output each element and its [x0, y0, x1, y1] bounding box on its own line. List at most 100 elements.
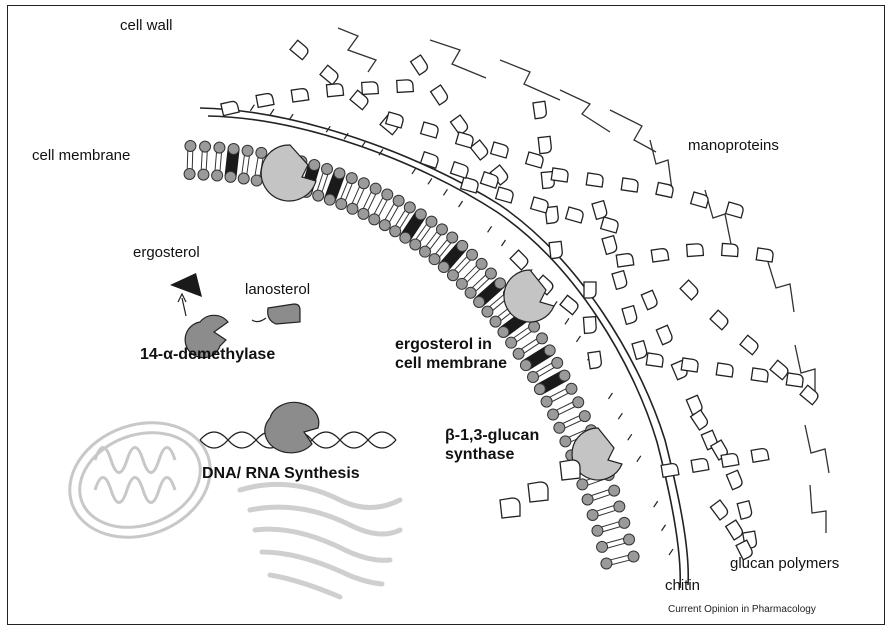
- lipid-head: [624, 534, 635, 545]
- lipid-head: [474, 297, 485, 308]
- label-ergosterol: ergosterol: [133, 245, 200, 260]
- lipid-head: [447, 232, 458, 243]
- lipid-head: [506, 337, 517, 348]
- label-lanosterol: lanosterol: [245, 282, 310, 297]
- lipid-head: [419, 246, 430, 257]
- lipid-head: [548, 409, 559, 420]
- label-manoproteins: manoproteins: [688, 138, 779, 153]
- lipid-head: [552, 357, 563, 368]
- lipid-head: [393, 195, 404, 206]
- lipid-head: [390, 226, 401, 237]
- lipid-head: [438, 262, 449, 273]
- lipid-head: [609, 485, 620, 496]
- reaction-arrow: [252, 318, 266, 322]
- lipid-head: [309, 160, 320, 171]
- lipid-head: [513, 348, 524, 359]
- lipid-head: [426, 216, 437, 227]
- lanosterol-icon: [268, 304, 300, 324]
- lipid-head: [242, 145, 253, 156]
- label-glucan-synthase-2: synthase: [445, 446, 514, 464]
- lipid-head: [592, 525, 603, 536]
- lipid-head: [347, 203, 358, 214]
- lipid-head: [541, 396, 552, 407]
- lipid-head: [560, 436, 571, 447]
- lipid-head: [601, 558, 612, 569]
- lipid-head: [485, 268, 496, 279]
- lipid-head: [559, 370, 570, 381]
- label-demethylase: 14-α-demethylase: [140, 346, 275, 364]
- lipid-head: [400, 232, 411, 243]
- label-glucan-polymers: glucan polymers: [730, 556, 839, 571]
- lipid-head: [573, 397, 584, 408]
- lipid-head: [495, 278, 506, 289]
- lipid-head: [225, 171, 236, 182]
- lipid-head: [566, 383, 577, 394]
- lipid-head: [587, 509, 598, 520]
- label-ergosterol-membrane-2: cell membrane: [395, 355, 507, 373]
- lipid-head: [184, 168, 195, 179]
- lipid-head: [369, 214, 380, 225]
- lipid-head: [324, 194, 335, 205]
- lipid-head: [358, 178, 369, 189]
- lipid-head: [490, 316, 501, 327]
- figure-credit: Current Opinion in Pharmacology: [668, 605, 816, 615]
- label-glucan-synthase-1: β-1,3-glucan: [445, 427, 539, 445]
- lipid-head: [336, 199, 347, 210]
- lipid-head: [498, 326, 509, 337]
- label-chitin: chitin: [665, 578, 700, 593]
- lipid-head: [467, 249, 478, 260]
- lipid-head: [577, 479, 588, 490]
- lipid-head: [456, 278, 467, 289]
- lipid-head: [214, 142, 225, 153]
- label-ergosterol-membrane-1: ergosterol in: [395, 336, 492, 354]
- lipid-head: [534, 384, 545, 395]
- lipid-head: [476, 258, 487, 269]
- label-cell-membrane: cell membrane: [32, 148, 130, 163]
- lipid-head: [429, 254, 440, 265]
- lipid-head: [238, 173, 249, 184]
- lipid-head: [582, 494, 593, 505]
- lipid-head: [198, 169, 209, 180]
- lipid-head: [410, 239, 421, 250]
- lipid-head: [447, 270, 458, 281]
- lipid-head: [212, 170, 223, 181]
- lipid-head: [537, 333, 548, 344]
- ergosterol-icon: [170, 273, 202, 297]
- lipid-head: [346, 173, 357, 184]
- polymerase-enzyme-icon: [265, 402, 319, 452]
- lipid-head: [520, 360, 531, 371]
- lipid-head: [544, 345, 555, 356]
- free-glucan-units: [500, 460, 580, 518]
- lipid-head: [334, 168, 345, 179]
- lipid-head: [436, 224, 447, 235]
- lipid-head: [528, 371, 539, 382]
- lipid-head: [579, 411, 590, 422]
- lipid-head: [554, 422, 565, 433]
- lipid-head: [404, 202, 415, 213]
- lipid-head: [185, 141, 196, 152]
- lipid-head: [379, 220, 390, 231]
- lipid-head: [415, 209, 426, 220]
- lipid-head: [200, 141, 211, 152]
- lipid-head: [457, 240, 468, 251]
- lipid-head: [529, 321, 540, 332]
- lipid-head: [370, 183, 381, 194]
- lipid-head: [628, 551, 639, 562]
- label-cell-wall: cell wall: [120, 18, 173, 33]
- lipid-head: [228, 144, 239, 155]
- mitochondrion: [54, 404, 227, 557]
- label-dna-rna-synthesis: DNA/ RNA Synthesis: [202, 465, 360, 483]
- lipid-head: [313, 190, 324, 201]
- lipid-head: [358, 208, 369, 219]
- lipid-head: [614, 501, 625, 512]
- lipid-head: [256, 147, 267, 158]
- lipid-head: [597, 541, 608, 552]
- lipid-head: [465, 287, 476, 298]
- golgi-apparatus: [240, 484, 400, 597]
- lipid-head: [382, 189, 393, 200]
- lipid-head: [619, 517, 630, 528]
- lipid-head: [482, 306, 493, 317]
- lipid-head: [251, 175, 262, 186]
- lipid-head: [322, 164, 333, 175]
